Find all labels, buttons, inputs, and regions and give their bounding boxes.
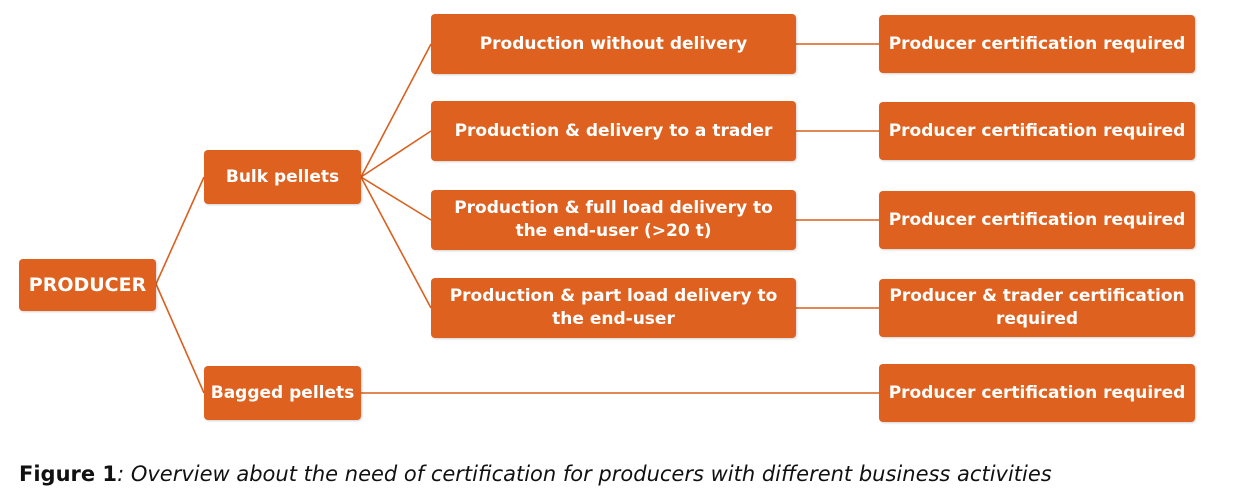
requirement-node-3: Producer certification required [879, 191, 1195, 249]
producer-node: PRODUCER [19, 259, 156, 311]
activity-node-2: Production & delivery to a trader [431, 101, 796, 161]
bulk-pellets-node: Bulk pellets [204, 150, 361, 204]
figure-caption-label: Figure 1 [19, 462, 118, 486]
requirement-node-4: Producer & trader certification required [879, 279, 1195, 337]
figure-caption-text: : Overview about the need of certificati… [117, 462, 1052, 486]
activity-node-3: Production & full load delivery to the e… [431, 190, 796, 250]
requirement-node-bagged: Producer certification required [879, 364, 1195, 422]
connector-bulk-activity-2 [360, 130, 432, 178]
connector-bulk-activity-1 [360, 43, 432, 178]
requirement-node-2: Producer certification required [879, 102, 1195, 160]
connector-bulk-activity-3 [360, 176, 432, 221]
connector-bulk-activity-4 [360, 176, 432, 309]
connector-producer-bulk [155, 176, 205, 285]
connector-producer-bagged [155, 283, 205, 394]
activity-node-4: Production & part load delivery to the e… [431, 278, 796, 338]
bagged-pellets-node: Bagged pellets [204, 366, 361, 420]
activity-node-1: Production without delivery [431, 14, 796, 74]
requirement-node-1: Producer certification required [879, 15, 1195, 73]
figure-caption: Figure 1: Overview about the need of cer… [19, 462, 1052, 486]
